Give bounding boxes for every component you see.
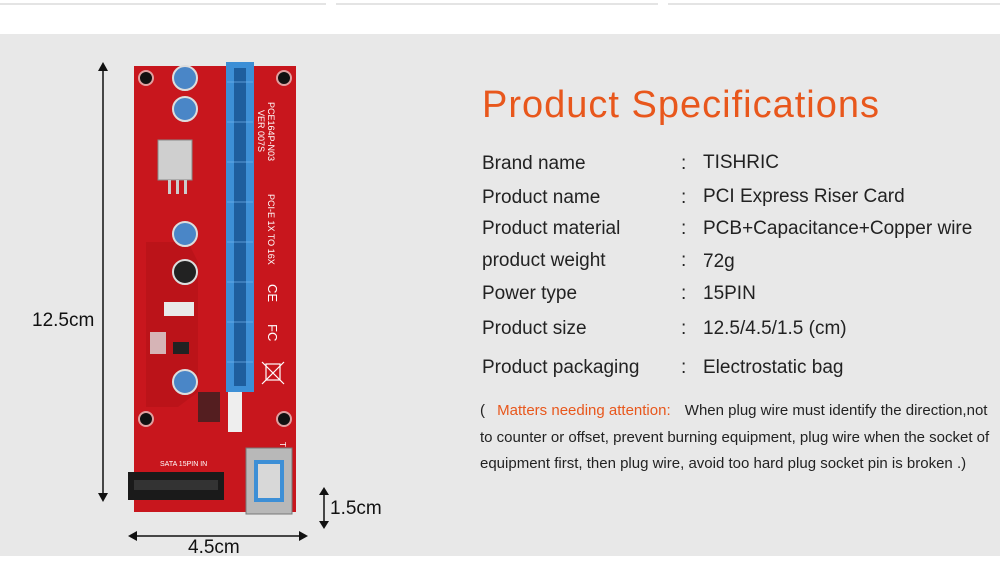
- spec-value-product-name: PCI Express Riser Card: [703, 186, 905, 207]
- height-arrow-icon: [98, 62, 108, 502]
- spec-label-packaging: Product packaging: [482, 357, 640, 378]
- capacitor-icon: [172, 65, 198, 395]
- board-model-text: PCE164P-N03: [266, 102, 276, 161]
- riser-card-image: PCE164P-N03 VER 007S PCI-E 1X TO 16X CE …: [128, 62, 296, 515]
- width-arrow-icon: [128, 531, 308, 541]
- spec-value-weight: 72g: [703, 251, 735, 272]
- top-divider: [0, 3, 326, 5]
- note-heading: Matters needing attention:: [497, 402, 671, 419]
- height-label: 12.5cm: [32, 310, 95, 331]
- thickness-label: 1.5cm: [330, 498, 382, 519]
- top-divider: [668, 3, 1000, 5]
- width-label: 4.5cm: [188, 537, 240, 558]
- top-bar: [0, 0, 1000, 34]
- sata-label-text: SATA 15PIN IN: [160, 461, 207, 468]
- spec-colon: :: [681, 250, 687, 271]
- spec-value-packaging: Electrostatic bag: [703, 357, 844, 378]
- spec-colon: :: [681, 218, 687, 239]
- attention-note: ( Matters needing attention: When plug w…: [480, 398, 990, 478]
- spec-colon: :: [681, 283, 687, 304]
- board-bus-text: PCI-E 1X TO 16X: [266, 194, 276, 265]
- spec-value-size: 12.5/4.5/1.5 (cm): [703, 318, 847, 339]
- spec-colon: :: [681, 187, 687, 208]
- spec-colon: :: [681, 153, 687, 174]
- bottom-strip: [0, 556, 1000, 564]
- top-divider: [336, 3, 658, 5]
- spec-label-size: Product size: [482, 318, 587, 339]
- fc-mark-icon: FC: [265, 324, 280, 341]
- spec-value-brand: TISHRIC: [703, 152, 779, 173]
- spec-colon: :: [681, 357, 687, 378]
- spec-label-material: Product material: [482, 218, 621, 239]
- thickness-arrow-icon: [319, 487, 329, 529]
- page-title: Product Specifications: [482, 84, 880, 126]
- spec-value-power-type: 15PIN: [703, 283, 756, 304]
- board-version-text: VER 007S: [256, 110, 266, 152]
- note-body: When plug wire must identify the directi…: [480, 402, 990, 472]
- spec-colon: :: [681, 318, 687, 339]
- spec-label-weight: product weight: [482, 250, 606, 271]
- spec-label-product-name: Product name: [482, 187, 601, 208]
- spec-label-brand: Brand name: [482, 153, 586, 174]
- spec-value-material: PCB+Capacitance+Copper wire: [703, 218, 973, 239]
- spec-label-power-type: Power type: [482, 283, 578, 304]
- weee-bin-icon: [261, 361, 285, 385]
- note-open-paren: (: [480, 402, 485, 419]
- ce-mark-icon: CE: [265, 284, 280, 302]
